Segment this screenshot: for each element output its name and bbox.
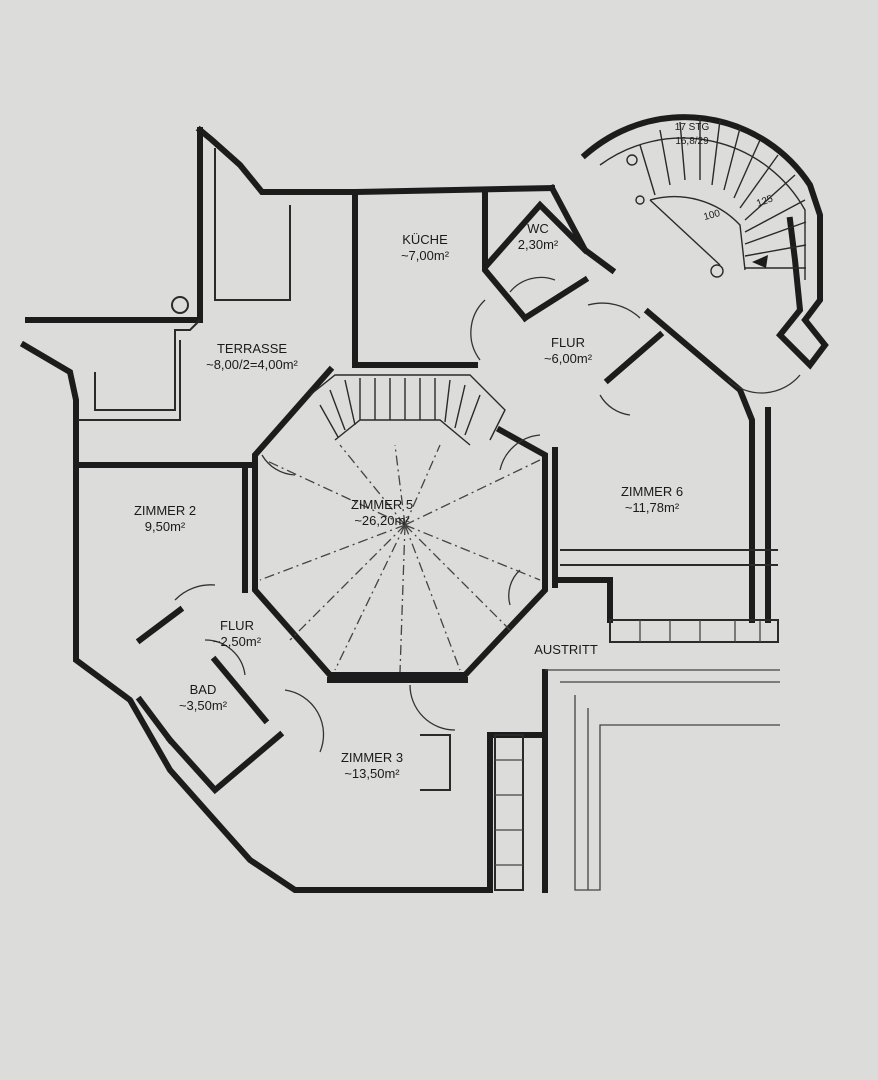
wall-bad-west xyxy=(135,695,175,745)
room-zimmer6: ZIMMER 6 ~11,78m² xyxy=(621,484,683,516)
room-name: FLUR xyxy=(551,335,585,350)
room-area: ~7,00m² xyxy=(400,248,450,263)
interior-walls xyxy=(135,192,665,795)
room-zimmer5: ZIMMER 5 ~26,20m² xyxy=(351,497,413,529)
room-name: AUSTRITT xyxy=(534,642,598,657)
wall-zimmer5 xyxy=(252,365,548,678)
door-z3-austritt xyxy=(409,684,456,731)
stair-arrow xyxy=(752,255,768,268)
room-flur-top: FLUR ~6,00m² xyxy=(544,335,592,367)
door-z5-austritt xyxy=(508,569,521,606)
wall-flur-small xyxy=(135,605,185,645)
wall-wc xyxy=(482,200,590,270)
room-wc: WC 2,30m² xyxy=(518,221,558,253)
wall-kitchen-east xyxy=(482,192,530,323)
room-zimmer3: ZIMMER 3 ~13,50m² xyxy=(341,750,403,782)
door-z5-flur xyxy=(499,434,541,471)
wall-bad-south xyxy=(165,730,285,795)
room-area: ~11,78m² xyxy=(624,500,680,515)
door-z6 xyxy=(599,394,631,416)
room-area: ~8,00/2=4,00m² xyxy=(206,357,298,372)
room-area: ~2,50m² xyxy=(212,634,262,649)
stair-ratio-label: 16,8/29 xyxy=(675,136,709,147)
terrace-details xyxy=(77,148,291,468)
room-name: KÜCHE xyxy=(402,232,448,247)
room-name: TERRASSE xyxy=(216,341,288,356)
room-name: ZIMMER 5 xyxy=(350,497,414,512)
door-z2 xyxy=(174,584,216,601)
room-kueche: KÜCHE ~7,00m² xyxy=(401,232,449,264)
door-wc xyxy=(509,276,556,293)
wall-flur-east xyxy=(643,307,755,623)
room-area: 9,50m² xyxy=(144,519,186,534)
room-name: ZIMMER 3 xyxy=(340,750,404,765)
room-name: ZIMMER 2 xyxy=(133,503,197,518)
stair-steps-label: 17 STG xyxy=(674,122,710,133)
balcony xyxy=(494,549,780,891)
door-flur-kitchen xyxy=(470,299,486,361)
room-area: 2,30m² xyxy=(517,237,559,252)
room-name: BAD xyxy=(189,682,217,697)
wall-south-east xyxy=(487,732,548,893)
door-z3 xyxy=(284,689,325,753)
door-bad xyxy=(204,639,246,676)
room-austritt: AUSTRITT xyxy=(534,642,598,658)
door-swings xyxy=(174,276,801,753)
wall-flur-z6 xyxy=(603,330,665,385)
room-area: ~13,50m² xyxy=(344,766,400,781)
spiral-stair xyxy=(580,114,829,370)
room-name: FLUR xyxy=(220,618,254,633)
room-area: ~3,50m² xyxy=(178,698,228,713)
wall-north-left xyxy=(195,125,556,195)
room-area: ~6,00m² xyxy=(543,351,593,366)
wall-wc-south xyxy=(520,275,590,323)
wall-terrace-west xyxy=(25,127,203,323)
room-name: ZIMMER 6 xyxy=(620,484,684,499)
wall-west xyxy=(19,340,493,893)
room-zimmer2: ZIMMER 2 9,50m² xyxy=(134,503,196,535)
door-z5-terrace xyxy=(261,454,296,476)
room-terrasse: TERRASSE ~8,00/2=4,00m² xyxy=(206,341,298,373)
room-area: ~26,20m² xyxy=(354,513,410,528)
zimmer5-diagonals xyxy=(259,444,541,673)
stair-zimmer5 xyxy=(309,374,506,446)
room-flur-small: FLUR ~2,50m² xyxy=(213,618,261,650)
wall-bad-east xyxy=(210,655,270,725)
door-flur-stair xyxy=(587,302,641,319)
room-bad: BAD ~3,50m² xyxy=(179,682,227,714)
room-name: WC xyxy=(527,221,549,236)
wall-austritt-top xyxy=(557,577,613,623)
door-stair-spiral xyxy=(727,374,801,394)
